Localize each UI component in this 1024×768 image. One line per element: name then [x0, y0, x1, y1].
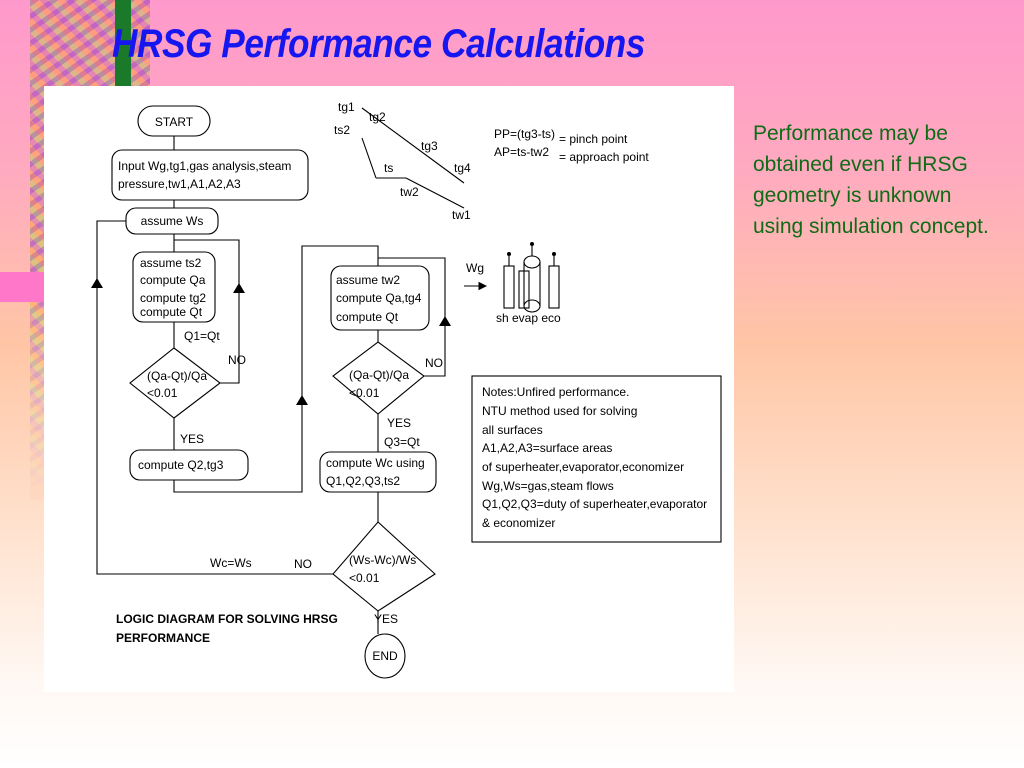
compute-wc-line2: Q1,Q2,Q3,ts2 — [326, 474, 400, 488]
box2-line1: assume tw2 — [336, 273, 400, 287]
ts-label: ts — [384, 161, 393, 175]
notes-line: A1,A2,A3=surface areas — [482, 441, 612, 455]
dec1-line2: <0.01 — [147, 386, 178, 400]
box1-line2: compute Qa — [140, 273, 206, 287]
hrsg-logic-diagram: START Input Wg,tg1,gas analysis,steam pr… — [44, 86, 734, 692]
decorative-pink-bar — [0, 272, 44, 302]
box2-line3: compute Qt — [336, 310, 399, 324]
inner-loop2-box — [330, 265, 430, 331]
schematic-labels: sh evap eco — [496, 311, 561, 325]
box1-line1: assume ts2 — [140, 256, 202, 270]
pp-formula: PP=(tg3-ts) — [494, 127, 555, 141]
yes-label-1: YES — [180, 432, 204, 446]
tw1-label: tw1 — [452, 208, 471, 222]
no-label-3: NO — [294, 557, 312, 571]
ap-label: = approach point — [559, 150, 649, 164]
wc-ws-label: Wc=Ws — [210, 556, 252, 570]
decorative-green-bar — [115, 0, 131, 110]
decision1-diamond — [129, 347, 221, 419]
compute-wc-line1: compute Wc using — [326, 456, 425, 470]
box2-line2: compute Qa,tg4 — [336, 291, 422, 305]
input-line2: pressure,tw1,A1,A2,A3 — [118, 177, 241, 191]
end-label: END — [372, 649, 398, 663]
tg4-label: tg4 — [454, 161, 471, 175]
box1-line4: compute Qt — [140, 305, 203, 319]
no-label-1: NO — [228, 353, 246, 367]
compute-q2-box — [129, 449, 249, 481]
q3-label: Q3=Qt — [384, 435, 420, 449]
slide-title: HRSG Performance Calculations — [112, 22, 646, 66]
start-label: START — [155, 115, 194, 129]
notes-line: & economizer — [482, 516, 555, 530]
tg1-label: tg1 — [338, 100, 355, 114]
q1-label: Q1=Qt — [184, 329, 220, 343]
no-label-2: NO — [425, 356, 443, 370]
tw2-label: tw2 — [400, 185, 419, 199]
notes-line: NTU method used for solving — [482, 404, 637, 418]
tg3-label: tg3 — [421, 139, 438, 153]
ts2-label: ts2 — [334, 123, 350, 137]
dec2-line2: <0.01 — [349, 386, 380, 400]
dec1-line1: (Qa-Qt)/Qa — [147, 369, 207, 383]
input-line1: Input Wg,tg1,gas analysis,steam — [118, 159, 291, 173]
input-box — [111, 149, 309, 201]
pp-label: = pinch point — [559, 132, 628, 146]
tg2-label: tg2 — [369, 110, 386, 124]
caption-line2: PERFORMANCE — [116, 631, 210, 645]
notes-line: Notes:Unfired performance. — [482, 385, 629, 399]
yes-label-2: YES — [387, 416, 411, 430]
dec2-line1: (Qa-Qt)/Qa — [349, 368, 409, 382]
wg-label: Wg — [466, 261, 484, 275]
ap-formula: AP=ts-tw2 — [494, 145, 549, 159]
notes-line: Q1,Q2,Q3=duty of superheater,evaporator — [482, 497, 707, 511]
notes-box — [471, 375, 722, 543]
dec3-line2: <0.01 — [349, 571, 380, 585]
assume-ws-label: assume Ws — [141, 214, 204, 228]
end-terminal — [364, 633, 406, 679]
caption-line1: LOGIC DIAGRAM FOR SOLVING HRSG — [116, 612, 338, 626]
yes-label-3: YES — [374, 612, 398, 626]
notes-line: Wg,Ws=gas,steam flows — [482, 479, 614, 493]
box1-line3: compute tg2 — [140, 291, 206, 305]
notes-line: of superheater,evaporator,economizer — [482, 460, 684, 474]
side-description: Performance may be obtained even if HRSG… — [753, 122, 989, 238]
compute-q2-label: compute Q2,tg3 — [138, 458, 224, 472]
diagram-svg: START Input Wg,tg1,gas analysis,steam pr… — [91, 100, 722, 679]
notes-line: all surfaces — [482, 423, 543, 437]
dec3-line1: (Ws-Wc)/Ws — [349, 553, 416, 567]
